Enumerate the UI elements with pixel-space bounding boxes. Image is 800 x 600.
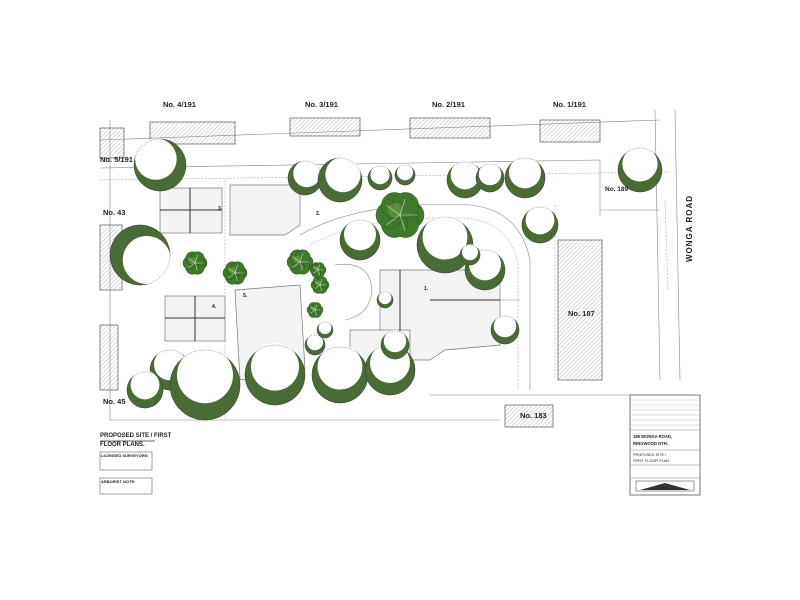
tree-canopy-zone [394, 164, 416, 186]
drawing-title-line-2: FLOOR PLANS. [100, 442, 145, 448]
tree-canopy-zone [504, 156, 546, 199]
proposed-tree [306, 302, 324, 318]
tree-canopy-zone [459, 244, 481, 266]
drawing-title: PROPOSED SITE / FIRST FLOOR PLANS. LICEN… [100, 433, 172, 484]
arborist-heading: ARBORIST NOTE: [101, 479, 135, 484]
tree-canopy-zones [109, 138, 663, 421]
neighbour-buildings [99, 117, 603, 428]
unit-number-5: 5. [243, 293, 248, 299]
lot-label-2-191: No. 2/191 [432, 100, 465, 109]
tree-canopy-zone [169, 347, 241, 421]
tree-canopy-zone [109, 224, 171, 286]
address-line-1: 189 WONGA ROAD, [633, 434, 672, 439]
tree-canopy-zone [521, 205, 559, 244]
tree-canopy-zone [311, 344, 369, 404]
proposed-tree [309, 262, 327, 278]
tree-canopy-zone [380, 329, 410, 360]
tree-canopy-zone [446, 160, 484, 199]
tree-canopy-zone [416, 214, 474, 274]
proposed-trees [182, 192, 425, 318]
lot-label-183: No. 183 [520, 411, 547, 420]
lot-labels: No. 4/191 No. 3/191 No. 2/191 No. 1/191 … [100, 100, 629, 420]
notes-boxes [99, 440, 155, 495]
tree-canopy-zone [316, 321, 334, 339]
sheet-title-line-1: PROPOSED SITE / [633, 453, 667, 457]
proposed-tree [375, 192, 425, 238]
title-block [629, 394, 701, 496]
unit-number-4: 4. [212, 304, 217, 310]
surveyors-heading: LICENSED SURVEYORS: [101, 453, 149, 458]
unit-number-3: 3. [218, 206, 223, 212]
proposed-tree [182, 251, 208, 275]
proposed-tree [310, 276, 330, 294]
tree-canopy-zone [126, 370, 164, 409]
tree-canopy-zone [287, 160, 323, 196]
sheet-title-line-2: FIRST FLOOR PLAN [633, 459, 669, 463]
lot-label-43: No. 43 [103, 208, 126, 217]
lot-label-5-191: No. 5/191 [100, 155, 133, 164]
lot-label-189: No. 189 [605, 186, 629, 193]
road-name-label: WONGA ROAD [685, 195, 694, 262]
tree-canopy-zone [244, 342, 306, 406]
driveway [299, 204, 531, 390]
tree-canopy-zone [339, 218, 381, 261]
tree-canopy-zone [475, 162, 505, 193]
tree-canopy-zone [317, 156, 363, 203]
lot-label-45: No. 45 [103, 397, 126, 406]
lot-label-1-191: No. 1/191 [553, 100, 586, 109]
unit-number-2: 2. [316, 211, 321, 217]
drawing-title-line-1: PROPOSED SITE / FIRST [100, 433, 172, 439]
proposed-dwellings [159, 184, 501, 381]
tree-canopy-zone [304, 334, 326, 356]
tree-canopy-zone [376, 291, 394, 309]
title-block-text: 189 WONGA ROAD, RINGWOOD NTH. PROPOSED S… [633, 434, 672, 463]
lot-label-3-191: No. 3/191 [305, 100, 338, 109]
unit-numbers: 1. 2. 3. 4. 5. [212, 206, 429, 310]
lot-label-187: No. 187 [568, 309, 595, 318]
proposed-tree [222, 261, 248, 285]
unit-number-1: 1. [424, 286, 429, 292]
address-line-2: RINGWOOD NTH. [633, 441, 668, 446]
tree-canopy-zone [490, 314, 520, 345]
tree-canopy-zone [367, 165, 393, 191]
tree-canopy-zone [133, 138, 187, 192]
tree-canopy-zone [617, 146, 663, 193]
lot-label-4-191: No. 4/191 [163, 100, 196, 109]
wonga-road-strip [654, 109, 681, 381]
proposed-tree [286, 249, 314, 275]
